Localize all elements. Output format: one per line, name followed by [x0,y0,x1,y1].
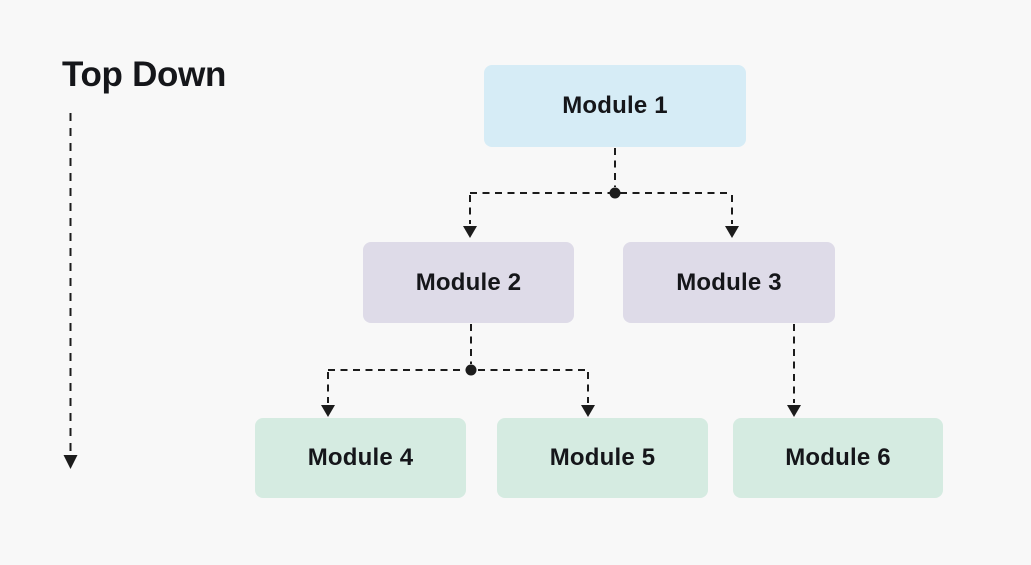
node-module-6-label: Module 6 [785,444,891,471]
arrowhead-icon [463,226,477,238]
node-module-1-label: Module 1 [562,92,668,119]
arrowhead-icon [321,405,335,417]
junction-dot [609,187,621,199]
arrowhead-icon [63,455,78,469]
node-module-2: Module 2 [363,242,574,323]
arrowhead-icon [787,405,801,417]
arrowhead-icon [581,405,595,417]
node-module-3: Module 3 [623,242,835,323]
node-module-6: Module 6 [733,418,943,498]
node-module-4-label: Module 4 [307,444,414,471]
arrowhead-icon [725,226,739,238]
page-title: Top Down [62,55,227,94]
node-module-3-label: Module 3 [676,268,782,296]
node-module-1: Module 1 [484,65,746,147]
node-module-5-label: Module 5 [549,444,656,471]
node-module-4: Module 4 [255,418,466,498]
junction-dot [465,364,477,376]
node-module-5: Module 5 [497,418,708,498]
node-module-2-label: Module 2 [415,268,522,296]
